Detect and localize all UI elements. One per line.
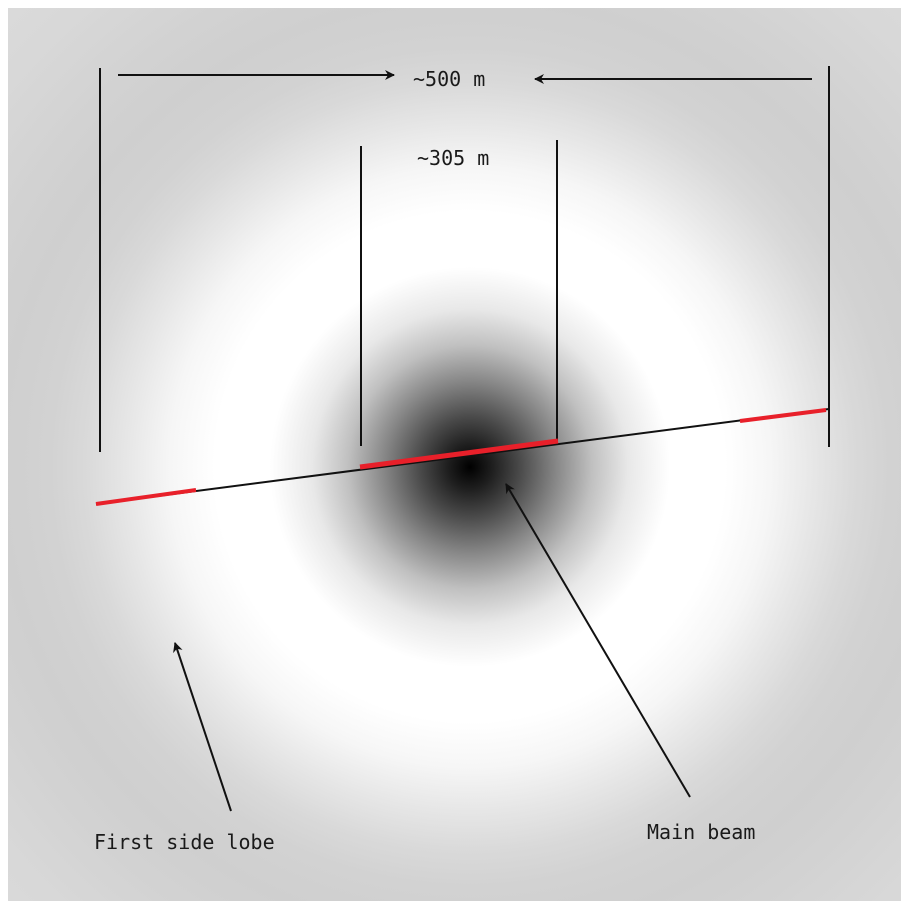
- side-lobe-segment-right: [739, 408, 827, 423]
- outer-width-label: ~500 m: [413, 67, 485, 91]
- side-lobe-label: First side lobe: [94, 830, 275, 854]
- inner-width-label: ~305 m: [417, 146, 489, 170]
- side-lobe-segment-left: [95, 488, 197, 506]
- side-lobe-pointer-arrow: [173, 642, 232, 812]
- main-beam-pointer-arrow: [505, 483, 691, 798]
- cross-section-line: [95, 408, 830, 505]
- main-beam-segment: [359, 438, 559, 470]
- main-beam-label: Main beam: [647, 820, 755, 844]
